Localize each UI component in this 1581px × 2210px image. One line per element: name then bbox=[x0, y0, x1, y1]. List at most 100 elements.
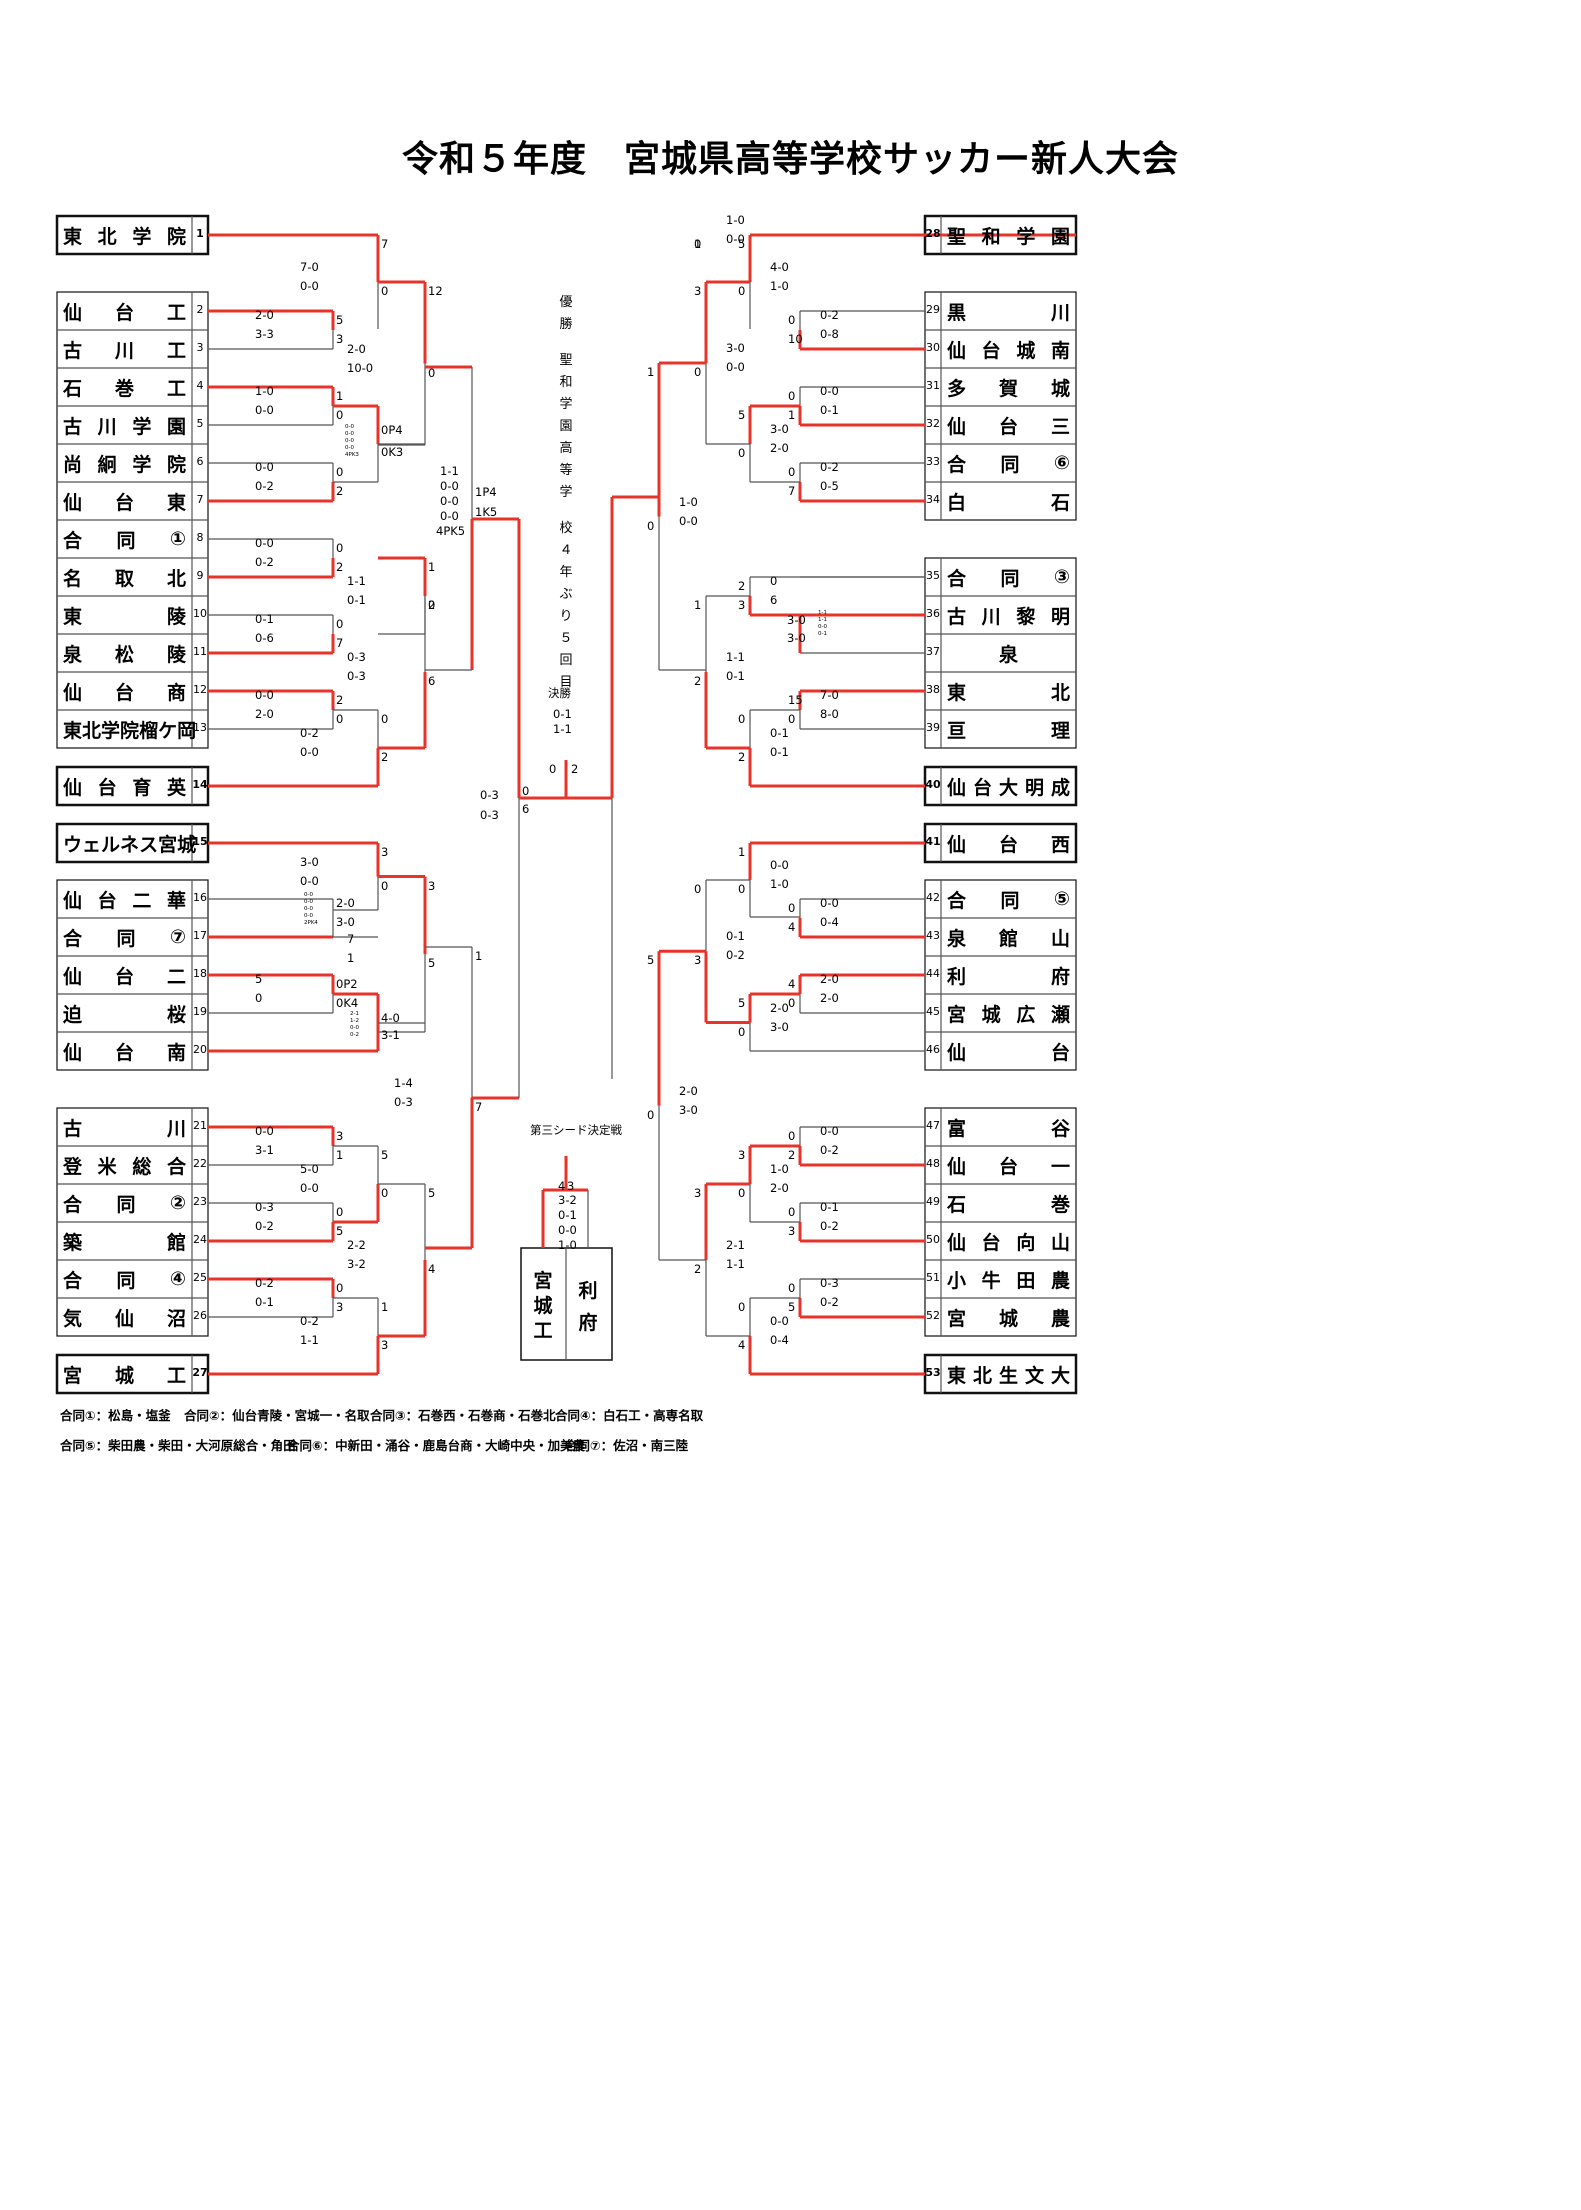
team-name-char: 合 bbox=[947, 567, 967, 590]
seed-number: 38 bbox=[926, 683, 940, 696]
goal-score: 0P2 bbox=[336, 977, 358, 991]
team-name-char: 台 bbox=[998, 1155, 1018, 1178]
half-score: 0-3 bbox=[347, 669, 366, 683]
goal-score: 3 bbox=[428, 878, 436, 893]
team-name-char: 陵 bbox=[166, 643, 186, 666]
team-name-char: 仙 bbox=[63, 965, 83, 988]
seed-number: 46 bbox=[926, 1043, 940, 1056]
seed-number: 30 bbox=[926, 341, 940, 354]
champion-text-char: り bbox=[559, 609, 573, 624]
seed-number: 52 bbox=[926, 1309, 940, 1322]
third-right-team-char: 利 bbox=[578, 1280, 598, 1302]
goal-score: 3-1 bbox=[381, 1028, 400, 1042]
team-name-char: 岡 bbox=[177, 719, 197, 742]
seed-number: 12 bbox=[193, 683, 207, 696]
half-score: 2-0 bbox=[255, 308, 274, 322]
team-name-char: 城 bbox=[1050, 377, 1070, 400]
team-name-char: 宮 bbox=[947, 1003, 967, 1026]
team-name-7: 仙台東 bbox=[57, 483, 192, 519]
team-name-43: 泉館山 bbox=[941, 919, 1076, 955]
champion-text-char: 回 bbox=[559, 653, 573, 668]
team-name-char: 台 bbox=[114, 1041, 134, 1064]
goal-score: 0 bbox=[788, 996, 796, 1010]
team-name-16: 仙台二華 bbox=[57, 881, 192, 917]
seed-number: 3 bbox=[196, 341, 204, 354]
team-name-char: 東 bbox=[63, 605, 83, 628]
team-name-19: 迫桜 bbox=[57, 995, 192, 1031]
team-name-char: 東 bbox=[166, 491, 186, 514]
goal-score: 0 bbox=[694, 237, 702, 251]
champion-text-char: 勝 bbox=[559, 317, 573, 332]
semi-score: 0-3 bbox=[480, 788, 499, 802]
goal-score: 4 bbox=[738, 1338, 746, 1352]
seed-number: 35 bbox=[926, 569, 940, 582]
goal-score: 0 bbox=[336, 541, 344, 555]
half-score: 2-0 bbox=[770, 1181, 789, 1195]
team-name-char: 榴 bbox=[139, 719, 159, 742]
goal-score: 1 bbox=[694, 598, 702, 612]
goal-score: 3 bbox=[788, 1224, 796, 1238]
team-name-char: 同 bbox=[1000, 453, 1020, 476]
goal-score: 0 bbox=[694, 365, 702, 379]
pk-score: 1P4 bbox=[475, 485, 497, 499]
team-name-char: 米 bbox=[97, 1155, 117, 1178]
third-half-score: 0-0 bbox=[558, 1223, 577, 1237]
goal-score: 3 bbox=[381, 1338, 389, 1352]
final-label: 決勝 bbox=[548, 686, 571, 700]
team-name-char: 城 bbox=[114, 1364, 134, 1387]
semi-score: 0-3 bbox=[480, 808, 499, 822]
team-name-char: 同 bbox=[116, 927, 136, 950]
half-score: 0-2 bbox=[820, 1143, 839, 1157]
team-name-char: 和 bbox=[981, 225, 1001, 248]
team-name-char: 台 bbox=[1050, 1041, 1070, 1064]
seed-number: 18 bbox=[193, 967, 207, 980]
goal-score: 0 bbox=[381, 284, 389, 298]
team-name-char: 台 bbox=[998, 833, 1018, 856]
champion-text-char: 優 bbox=[559, 295, 573, 310]
half-score: 0-0 bbox=[770, 1314, 789, 1328]
team-name-char: 英 bbox=[166, 776, 186, 799]
team-name-52: 宮城農 bbox=[941, 1299, 1076, 1335]
pk-detail: 2-1 1-2 0-0 0-2 bbox=[350, 1011, 359, 1038]
team-name-char: 川 bbox=[981, 605, 1001, 628]
half-score: 2-0 bbox=[255, 707, 274, 721]
seed-number: 45 bbox=[926, 1005, 940, 1018]
half-score: 0-1 bbox=[820, 1200, 839, 1214]
half-score: 0-1 bbox=[726, 669, 745, 683]
half-score: 5-0 bbox=[300, 1162, 319, 1176]
pk-detail: 1-1 1-1 0-0 0-1 bbox=[818, 610, 827, 637]
team-name-char: 育 bbox=[132, 776, 152, 799]
seed-number: 47 bbox=[926, 1119, 940, 1132]
champion-text-char: 目 bbox=[559, 675, 573, 690]
half-score: 0-3 bbox=[347, 650, 366, 664]
goal-score: 5 bbox=[738, 408, 746, 422]
team-name-char: 合 bbox=[63, 1269, 83, 1292]
team-name-char: 泉 bbox=[63, 643, 83, 666]
team-name-char: 園 bbox=[1050, 225, 1070, 248]
pk-score: 0-0 bbox=[440, 479, 459, 493]
team-name-char: 工 bbox=[166, 339, 186, 362]
pk-score: 2-0 bbox=[336, 896, 355, 910]
goal-score: 0 bbox=[738, 446, 746, 460]
team-name-char: ⑦ bbox=[169, 926, 186, 948]
team-name-char: 学 bbox=[1016, 225, 1036, 248]
goal-score: 12 bbox=[428, 284, 443, 298]
team-name-char: 仙 bbox=[114, 1307, 134, 1330]
half-score: 1-0 bbox=[255, 384, 274, 398]
seed-number: 34 bbox=[926, 493, 940, 506]
champion-text-char: 等 bbox=[559, 463, 573, 478]
semi-goal: 6 bbox=[522, 802, 530, 816]
team-name-char: ス bbox=[139, 833, 159, 856]
half-score: 1 bbox=[347, 951, 355, 966]
team-name-char: 同 bbox=[116, 1193, 136, 1216]
team-name-char: 古 bbox=[63, 339, 83, 362]
champion-text-char: 高 bbox=[559, 441, 573, 456]
team-name-31: 多賀城 bbox=[941, 369, 1076, 405]
team-name-char: 北 bbox=[166, 567, 186, 590]
team-name-char: 城 bbox=[1016, 339, 1036, 362]
goal-score: 1 bbox=[475, 949, 483, 963]
team-name-char: 仙 bbox=[947, 1155, 967, 1178]
goal-score: 0 bbox=[694, 882, 702, 896]
